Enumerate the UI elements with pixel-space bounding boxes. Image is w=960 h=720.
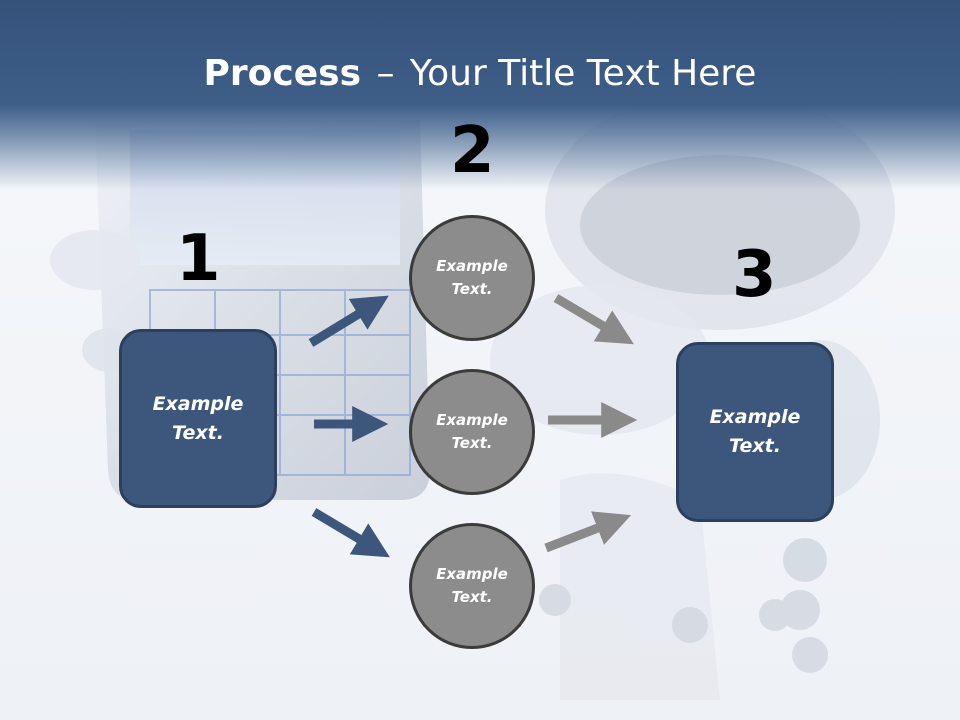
circle-top[interactable]: Example Text. bbox=[409, 215, 535, 341]
arrow-bottom-to-3 bbox=[544, 511, 632, 553]
step-3-box[interactable]: Example Text. bbox=[676, 342, 834, 522]
arrow-top-to-3 bbox=[553, 294, 634, 345]
step-number-2: 2 bbox=[450, 114, 495, 188]
title-text: Your Title Text Here bbox=[409, 53, 757, 94]
title-bar bbox=[0, 0, 960, 190]
title-bold: Process bbox=[203, 53, 362, 94]
circle-middle[interactable]: Example Text. bbox=[409, 369, 535, 495]
title-separator: – bbox=[376, 53, 395, 94]
circle-middle-label: Example Text. bbox=[436, 411, 508, 452]
step-1-box[interactable]: Example Text. bbox=[119, 329, 277, 508]
step-number-1: 1 bbox=[176, 222, 221, 296]
step-3-label: Example Text. bbox=[709, 406, 801, 457]
step-number-3: 3 bbox=[732, 238, 777, 312]
circle-bottom-label: Example Text. bbox=[436, 565, 508, 606]
slide-title: Process – Your Title Text Here bbox=[0, 52, 960, 96]
circle-bottom[interactable]: Example Text. bbox=[409, 523, 535, 649]
circle-top-label: Example Text. bbox=[436, 257, 508, 298]
step-1-label: Example Text. bbox=[152, 392, 244, 444]
arrow-1-to-top bbox=[308, 295, 389, 347]
arrow-1-to-bottom bbox=[311, 508, 390, 558]
